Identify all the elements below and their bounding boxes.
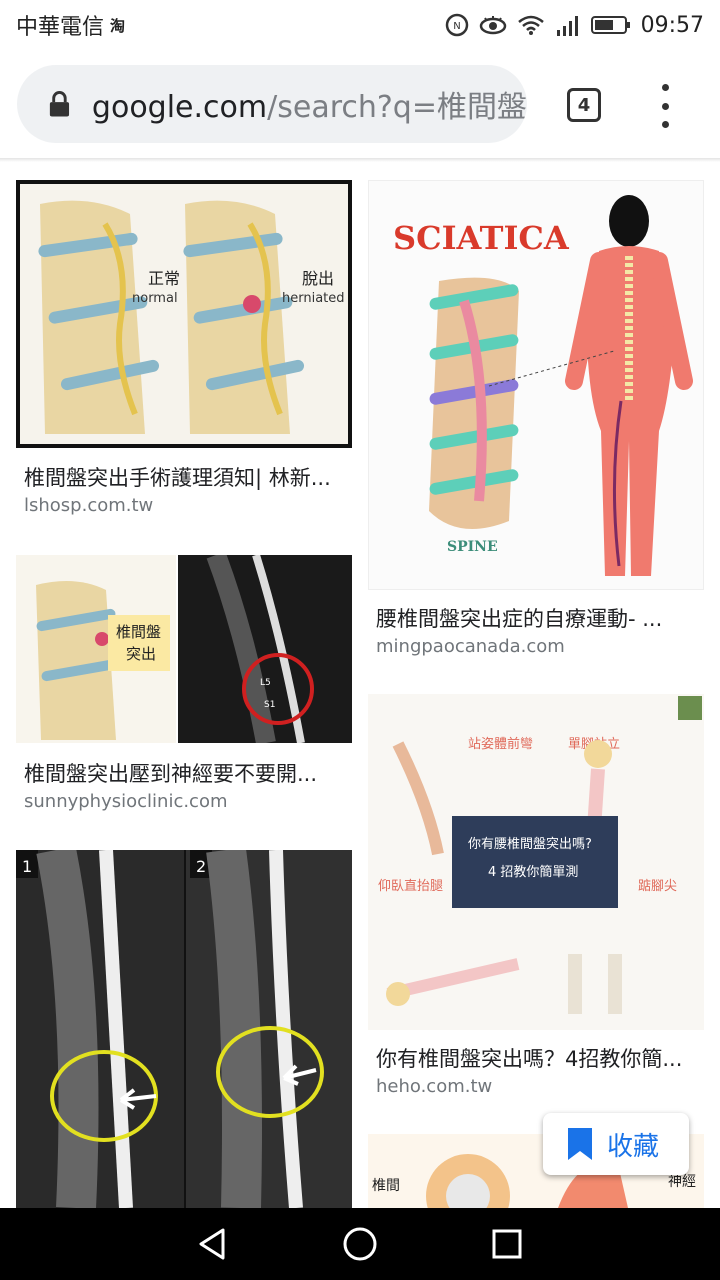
- test-3-title: 仰臥直抬腿: [378, 879, 443, 894]
- mri-panel-1: 1: [22, 857, 32, 876]
- url-text: google.com/search?q=椎間盤: [92, 82, 527, 126]
- label-normal-zh: 正常: [148, 269, 180, 288]
- taobao-icon: 淘: [110, 16, 126, 35]
- mri-panel-2: 2: [196, 857, 206, 876]
- label-normal-en: normal: [132, 291, 178, 306]
- bookmark-icon: [568, 1128, 592, 1160]
- tab-switcher-button[interactable]: 4: [567, 88, 601, 122]
- dot-icon: [661, 84, 669, 91]
- carrier-name: 中華電信: [16, 15, 105, 40]
- address-bar[interactable]: google.com/search?q=椎間盤: [17, 65, 527, 143]
- svg-text:N: N: [453, 21, 460, 32]
- lock-icon: [49, 91, 70, 117]
- sciatica-illustration: SCIATICA SPINE: [369, 181, 703, 589]
- disc-label-1: 椎間盤: [116, 623, 161, 641]
- infographic-subheadline: 4 招教你簡單測: [488, 864, 578, 880]
- disc-mri-illustration: 椎間盤 突出 L5 S1: [16, 555, 352, 743]
- overflow-menu-button[interactable]: [650, 84, 680, 128]
- result-source: mingpaocanada.com: [376, 636, 565, 657]
- test-1-title: 站姿體前彎: [468, 736, 533, 752]
- bookmark-label: 收藏: [607, 1131, 660, 1162]
- result-title[interactable]: 椎間盤突出手術護理須知| 林新...: [24, 466, 331, 490]
- nfc-icon: N: [445, 13, 468, 37]
- test-4-title: 踮腳尖: [638, 879, 677, 894]
- result-title[interactable]: 椎間盤突出壓到神經要不要開...: [24, 762, 318, 786]
- result-image-mri-comparison[interactable]: 1 2: [16, 850, 352, 1208]
- spine-illustration: 正常 normal 脫出 herniated: [20, 184, 348, 444]
- url-domain: google.com: [91, 90, 268, 125]
- sciatica-heading: SCIATICA: [393, 219, 570, 257]
- disc-label-2: 突出: [126, 645, 156, 663]
- status-icons: N 09:57: [445, 13, 704, 38]
- nerve-label-2: 神經: [668, 1174, 696, 1190]
- wifi-icon: [517, 15, 544, 35]
- dot-icon: [661, 102, 669, 110]
- system-nav-bar: [0, 1208, 720, 1280]
- infographic-headline: 你有腰椎間盤突出嗎?: [468, 836, 592, 852]
- result-source: sunnyphysioclinic.com: [24, 791, 228, 812]
- result-image-sciatica[interactable]: SCIATICA SPINE: [368, 180, 704, 590]
- result-image-spine-herniation[interactable]: 正常 normal 脫出 herniated: [16, 180, 352, 448]
- mri-label-l5: L5: [260, 678, 271, 688]
- browser-toolbar: google.com/search?q=椎間盤 4: [0, 50, 720, 160]
- label-herniated-zh: 脫出: [302, 269, 334, 288]
- toolbar-divider: [0, 158, 720, 162]
- url-path: /search?q=椎間盤: [267, 90, 527, 125]
- result-source: heho.com.tw: [376, 1076, 493, 1097]
- nerve-label-1: 椎間: [372, 1178, 400, 1194]
- result-source: lshosp.com.tw: [24, 495, 154, 516]
- mri-comparison: 1 2: [16, 850, 352, 1208]
- heho-infographic: 站姿體前彎 單腳站立 仰臥直抬腿 踮腳尖 你有腰椎間盤突出嗎? 4 招教你簡單測: [368, 694, 704, 1030]
- back-icon[interactable]: [195, 1226, 231, 1262]
- recents-icon[interactable]: [489, 1226, 525, 1262]
- clock: 09:57: [640, 12, 704, 38]
- save-to-collection-button[interactable]: 收藏: [543, 1113, 689, 1175]
- home-icon[interactable]: [342, 1226, 378, 1262]
- signal-icon: [556, 16, 578, 36]
- eye-icon: [479, 16, 506, 35]
- label-herniated-en: herniated: [282, 291, 345, 306]
- result-image-heho-infographic[interactable]: 站姿體前彎 單腳站立 仰臥直抬腿 踮腳尖 你有腰椎間盤突出嗎? 4 招教你簡單測: [368, 694, 704, 1030]
- result-title[interactable]: 你有椎間盤突出嗎？4招教你簡...: [376, 1047, 683, 1071]
- result-image-disc-mri[interactable]: 椎間盤 突出 L5 S1: [16, 555, 352, 743]
- mri-label-s1: S1: [264, 700, 275, 710]
- status-bar: 中華電信 淘 N 09:57: [0, 0, 720, 50]
- dot-icon: [661, 121, 669, 128]
- battery-icon: [590, 16, 630, 34]
- result-title[interactable]: 腰椎間盤突出症的自療運動- ...: [376, 607, 663, 631]
- spine-label: SPINE: [447, 539, 498, 555]
